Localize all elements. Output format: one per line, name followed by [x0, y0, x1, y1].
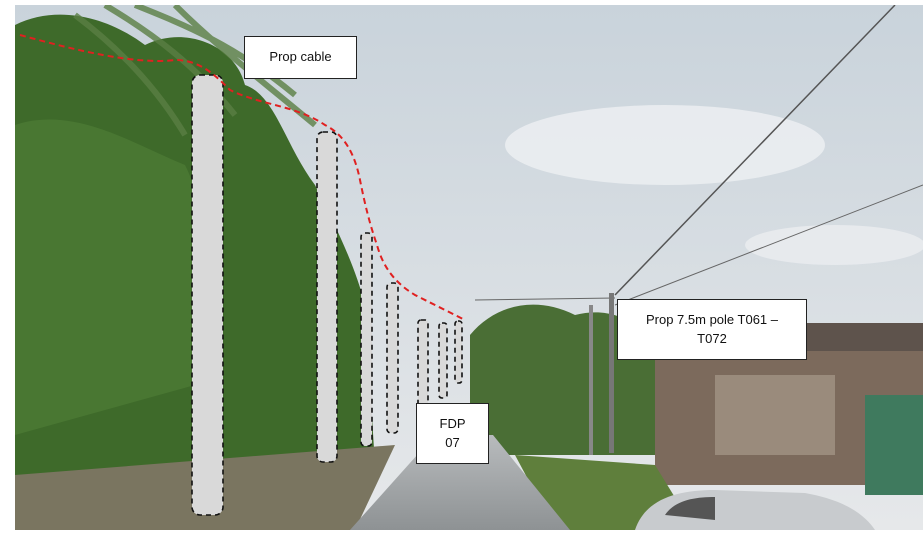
proposed-pole	[438, 322, 448, 399]
fdp-label-line2: 07	[445, 434, 460, 450]
proposed-cable-line	[19, 34, 466, 321]
prop-pole-label-line1: Prop 7.5m pole T061 –	[645, 311, 778, 327]
street-photo	[15, 5, 923, 530]
overhead-wire	[474, 297, 616, 301]
existing-pole	[609, 293, 614, 453]
road	[350, 435, 570, 530]
fdp-callout: FDP 07	[416, 403, 489, 464]
prop-cable-callout: Prop cable	[244, 36, 357, 79]
prop-pole-label-line2: T072	[697, 330, 727, 346]
car-window	[665, 497, 715, 520]
cloud	[505, 105, 825, 185]
proposed-poles	[191, 74, 463, 516]
prop-pole-callout: Prop 7.5m pole T061 – T072	[617, 299, 807, 360]
proposed-pole	[386, 282, 399, 434]
prop-cable-label: Prop cable	[269, 49, 332, 65]
right-trees	[470, 304, 655, 455]
left-foliage-highlight	[15, 119, 205, 436]
fdp-label-line1: FDP	[439, 415, 466, 431]
proposed-pole	[191, 74, 224, 516]
overhead-wire	[614, 5, 896, 296]
overhead-wire	[614, 184, 923, 306]
proposed-pole	[360, 232, 373, 447]
cloud	[745, 225, 923, 265]
proposed-pole	[454, 320, 463, 384]
green-wall	[865, 395, 923, 495]
proposed-pole	[417, 319, 429, 411]
existing-pole	[589, 305, 593, 455]
house-wall	[715, 375, 835, 455]
palm-fronds	[73, 5, 317, 137]
proposed-pole	[316, 131, 338, 463]
